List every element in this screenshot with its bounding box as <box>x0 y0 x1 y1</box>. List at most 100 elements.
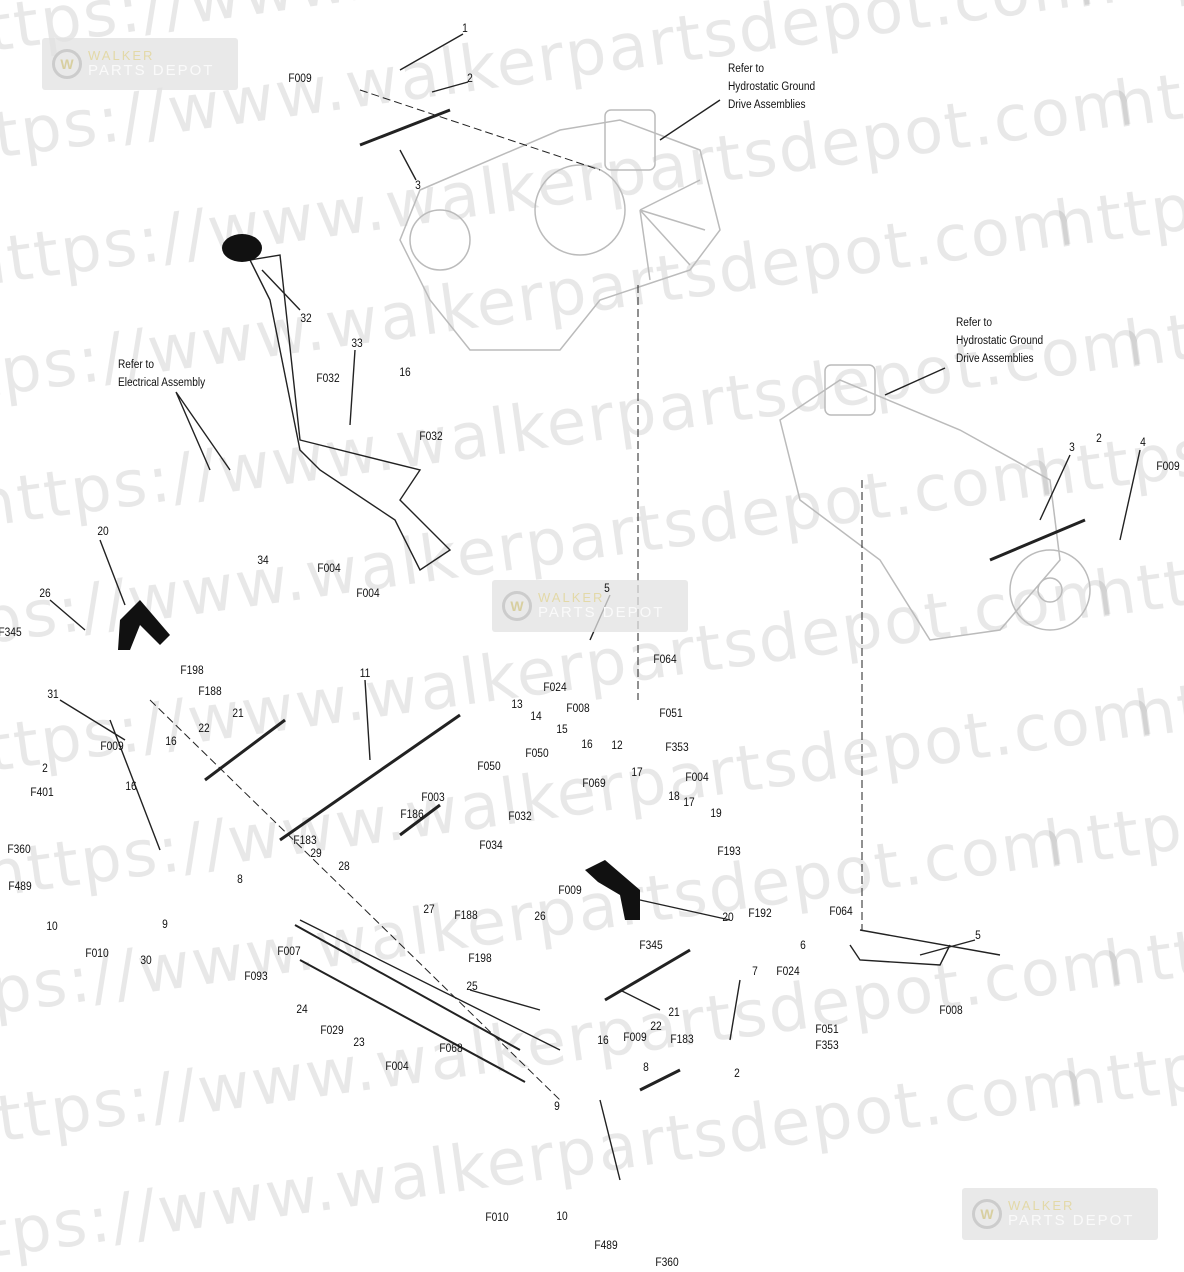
part-label: 21 <box>232 706 244 720</box>
logo-line2: PARTS DEPOT <box>88 62 215 79</box>
part-label: 15 <box>556 722 568 736</box>
part-label: F009 <box>288 71 312 85</box>
part-label: 23 <box>353 1035 365 1049</box>
part-label: F360 <box>655 1255 679 1269</box>
part-label: 32 <box>300 311 312 325</box>
part-label: 22 <box>650 1019 662 1033</box>
part-label: 16 <box>597 1033 609 1047</box>
part-label: 1 <box>462 21 468 35</box>
part-label: F004 <box>685 770 709 784</box>
note-hydro-top: Refer to Hydrostatic Ground Drive Assemb… <box>728 60 815 114</box>
logo-line1: WALKER <box>88 48 155 63</box>
part-label: 11 <box>359 666 371 680</box>
note-line: Hydrostatic Ground <box>956 335 1044 347</box>
walker-logo-icon: W <box>502 591 532 621</box>
part-label: F188 <box>454 908 478 922</box>
walker-logo-icon: W <box>972 1199 1002 1229</box>
part-label: F051 <box>659 706 683 720</box>
note-line: Refer to <box>118 359 155 371</box>
part-label: F024 <box>543 680 567 694</box>
part-label: 3 <box>415 178 421 192</box>
part-label: F024 <box>776 964 800 978</box>
part-label: F188 <box>198 684 222 698</box>
part-label: F401 <box>30 785 54 799</box>
part-label: F009 <box>623 1030 647 1044</box>
part-label: 7 <box>752 964 758 978</box>
walker-logo-icon: W <box>52 49 82 79</box>
part-label: 17 <box>683 795 695 809</box>
part-label: 12 <box>611 738 623 752</box>
part-label: F008 <box>939 1003 963 1017</box>
part-label: 6 <box>800 938 806 952</box>
part-label: F353 <box>815 1038 839 1052</box>
handle-grips <box>118 234 640 920</box>
part-label: F009 <box>1156 459 1180 473</box>
part-label: F093 <box>244 969 268 983</box>
part-label: F008 <box>566 701 590 715</box>
part-label: F360 <box>7 842 31 856</box>
part-label: F064 <box>653 652 677 666</box>
part-label: F489 <box>8 879 32 893</box>
part-label: 10 <box>556 1209 568 1223</box>
hydro-transmission-right <box>779 364 1091 641</box>
part-label: F198 <box>468 951 492 965</box>
part-label: F051 <box>815 1022 839 1036</box>
part-label: F186 <box>400 807 424 821</box>
part-label: F345 <box>0 625 22 639</box>
shafts <box>294 924 526 1083</box>
part-label: 18 <box>668 789 680 803</box>
part-label: 13 <box>511 697 523 711</box>
part-label: 5 <box>975 928 981 942</box>
part-label: F003 <box>421 790 445 804</box>
part-label: F032 <box>316 371 340 385</box>
part-label: 21 <box>668 1005 680 1019</box>
part-label: F183 <box>293 833 317 847</box>
part-label: 2 <box>42 761 48 775</box>
part-label: F050 <box>477 759 501 773</box>
part-label: 27 <box>423 902 435 916</box>
part-label: 3 <box>1069 440 1075 454</box>
part-label: 16 <box>581 737 593 751</box>
part-label: 2 <box>1096 431 1102 445</box>
part-label: 19 <box>710 806 722 820</box>
logo-line1: WALKER <box>538 590 605 605</box>
part-label: 34 <box>257 553 269 567</box>
part-label: 8 <box>643 1060 649 1074</box>
part-label: 5 <box>604 581 610 595</box>
part-label: 2 <box>467 71 473 85</box>
part-label: 29 <box>310 846 322 860</box>
part-label: 9 <box>162 917 168 931</box>
part-label: F050 <box>525 746 549 760</box>
part-label: F009 <box>558 883 582 897</box>
part-label: 26 <box>39 586 51 600</box>
part-label: F007 <box>277 944 301 958</box>
part-label: 22 <box>198 721 210 735</box>
part-label: 16 <box>399 365 411 379</box>
note-hydro-right: Refer to Hydrostatic Ground Drive Assemb… <box>956 314 1043 368</box>
part-label: F034 <box>479 838 503 852</box>
part-label: 2 <box>734 1066 740 1080</box>
center-lines <box>149 89 863 1101</box>
part-label: 30 <box>140 953 152 967</box>
note-line: Refer to <box>728 63 765 75</box>
part-label: F183 <box>670 1032 694 1046</box>
part-label: F010 <box>485 1210 509 1224</box>
hydro-transmission-top <box>399 109 721 351</box>
part-label: F029 <box>320 1023 344 1037</box>
part-label: 17 <box>631 765 643 779</box>
part-label: 14 <box>530 709 542 723</box>
part-label: 16 <box>165 734 177 748</box>
part-label: F032 <box>419 429 443 443</box>
part-label: 20 <box>722 910 734 924</box>
leader-lines <box>49 33 1141 1181</box>
note-electrical: Refer to Electrical Assembly <box>118 356 205 392</box>
part-label: F345 <box>639 938 663 952</box>
note-line: Hydrostatic Ground <box>728 81 816 93</box>
note-line: Drive Assemblies <box>728 99 806 111</box>
part-label: 33 <box>351 336 363 350</box>
part-label: F489 <box>594 1238 618 1252</box>
